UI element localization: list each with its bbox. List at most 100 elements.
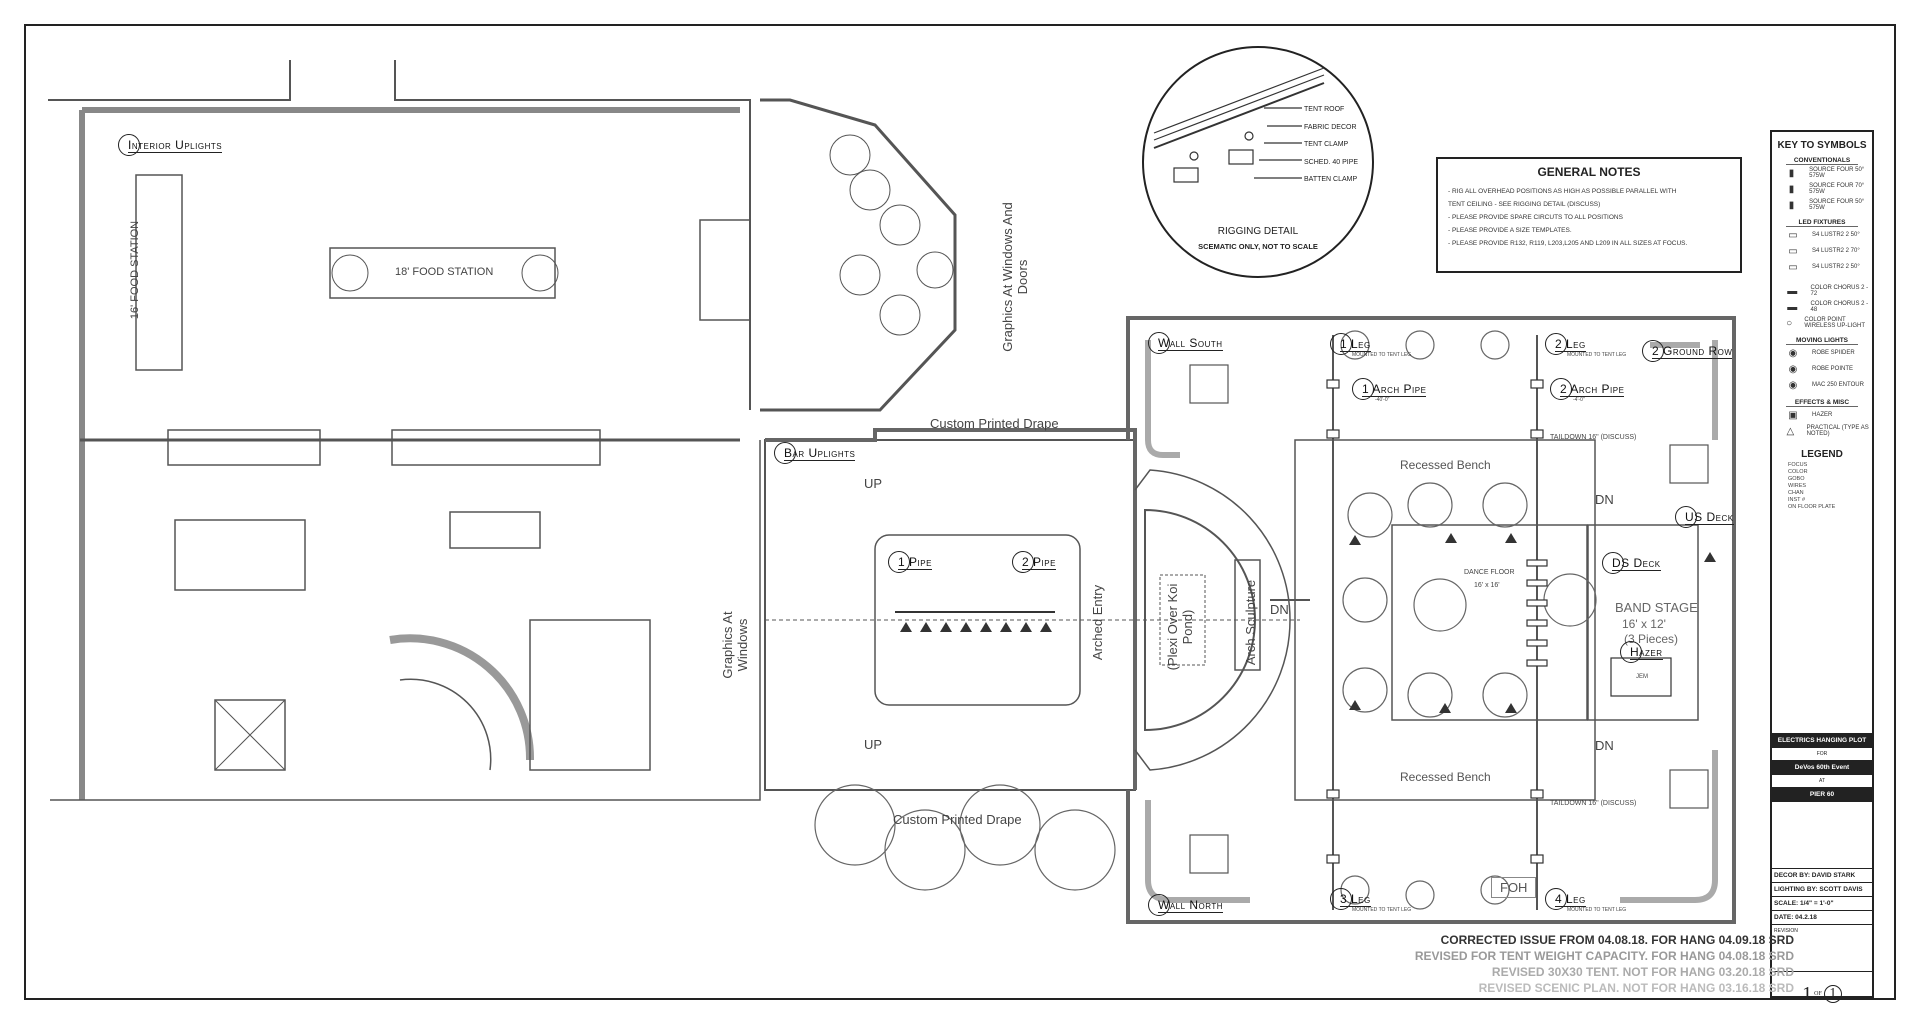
rigging-title: RIGGING DETAIL — [1217, 226, 1299, 237]
legend-item: INST # — [1788, 497, 1806, 503]
band-stage-label: BAND STAGE — [1615, 600, 1698, 615]
rig-label-batten-clamp: BATTEN CLAMP — [1304, 176, 1358, 183]
decor-by: DECOR BY: DAVID STARK — [1770, 868, 1874, 882]
recessed-bench-bottom-label: Recessed Bench — [1400, 770, 1491, 784]
arch-pipe-2-trim: -4'-0" — [1573, 397, 1585, 403]
dn-bottom-label: DN — [1595, 738, 1614, 753]
leg-note-1: MOUNTED TO TENT LEG — [1352, 352, 1412, 358]
key-section-effects: EFFECTS & MISC — [1786, 399, 1858, 407]
revision-line: REVISED FOR TENT WEIGHT CAPACITY. FOR HA… — [1414, 949, 1794, 963]
wall-north-label: Wall North — [1147, 894, 1224, 916]
key-row: ▭S4 LUSTR2 2 70° — [1772, 243, 1872, 259]
band-stage-size: 16' x 12' — [1622, 617, 1666, 631]
key-row: ◉ROBE POINTE — [1772, 361, 1872, 377]
recessed-bench-top-label: Recessed Bench — [1400, 458, 1491, 472]
fixture-icon: ▮ — [1788, 183, 1795, 195]
legend-item: COLOR — [1788, 469, 1808, 475]
rigging-detail: TENT ROOF FABRIC DECOR TENT CLAMP SCHED.… — [1142, 46, 1374, 278]
event-name: DeVos 60th Event — [1770, 760, 1874, 774]
key-section-moving: MOVING LIGHTS — [1786, 337, 1858, 345]
sheet-of: OF — [1814, 991, 1822, 997]
dn-left-label: DN — [1270, 602, 1289, 617]
note-item: - PLEASE PROVIDE SPARE CIRCUTS TO ALL PO… — [1448, 214, 1623, 221]
fixture-icon: ▮ — [1788, 199, 1795, 211]
key-row: ○COLOR POINT WIRELESS UP-LIGHT — [1772, 315, 1872, 331]
key-row: △PRACTICAL (TYPE AS NOTED) — [1772, 423, 1872, 439]
hazer-label: Hazer — [1620, 641, 1663, 663]
key-row: ▮SOURCE FOUR 70° 575W — [1772, 181, 1872, 197]
note-item: TENT CEILING - SEE RIGGING DETAIL (DISCU… — [1448, 201, 1601, 208]
key-title: KEY TO SYMBOLS — [1777, 140, 1867, 151]
key-row: ▭S4 LUSTR2 2 50° — [1772, 227, 1872, 243]
general-notes: GENERAL NOTES - RIG ALL OVERHEAD POSITIO… — [1436, 157, 1742, 273]
legend-item: ON FLOOR PLATE — [1788, 504, 1836, 510]
arch-pipe-1-label: 1 Arch Pipe — [1351, 378, 1427, 400]
hazer-icon: ▣ — [1788, 409, 1798, 421]
taildown-bottom-label: TAILDOWN 16" (DISCUSS) — [1550, 800, 1637, 807]
pipe-1-label: 1 Pipe — [888, 551, 932, 573]
taildown-top-label: TAILDOWN 16" (DISCUSS) — [1550, 434, 1637, 441]
legend-item: FOCUS — [1788, 462, 1808, 468]
tent-outline — [1126, 316, 1736, 924]
ds-deck-label: DS Deck — [1602, 552, 1661, 574]
custom-drape-top-label: Custom Printed Drape — [930, 416, 1059, 431]
revision-notes: CORRECTED ISSUE FROM 04.08.18. FOR HANG … — [1415, 932, 1794, 996]
food-station-vertical — [135, 174, 183, 371]
moving-light-icon: ◉ — [1788, 363, 1798, 375]
arch-pipe-1-trim: -40'-0" — [1375, 397, 1390, 403]
pipe-2-label: 2 Pipe — [1012, 551, 1056, 573]
revision-line: CORRECTED ISSUE FROM 04.08.18. FOR HANG … — [1440, 933, 1794, 947]
arch-pipe-2-label: 2 Arch Pipe — [1549, 378, 1625, 400]
dance-floor-label: DANCE FLOOR — [1464, 569, 1515, 576]
key-section-led: LED FIXTURES — [1786, 219, 1858, 227]
plot-title: ELECTRICS HANGING PLOT — [1770, 733, 1874, 747]
note-item: - PLEASE PROVIDE A SIZE TEMPLATES. — [1448, 227, 1572, 234]
general-notes-title: GENERAL NOTES — [1537, 165, 1641, 179]
note-item: - PLEASE PROVIDE R132, R119, L203,L205 A… — [1448, 240, 1688, 247]
leg-3-label: 3 Leg — [1330, 888, 1371, 910]
practical-triangle-icon: △ — [1786, 425, 1795, 437]
graphics-windows-label: Graphics At Windows — [720, 611, 750, 679]
key-section-conventionals: CONVENTIONALS — [1786, 157, 1858, 165]
dn-top-label: DN — [1595, 492, 1614, 507]
sheet-current: 1 — [1802, 982, 1813, 1005]
plexi-label: (Plexi Over Koi Pond) — [1165, 583, 1195, 671]
key-row: ▬COLOR CHORUS 2 - 48 — [1772, 299, 1872, 315]
revision-box: REVISION — [1770, 924, 1874, 971]
food-station-horizontal-label: 18' FOOD STATION — [395, 266, 494, 278]
sheet-number: 1 OF 1 — [1770, 971, 1874, 1016]
foh-label: FOH — [1491, 877, 1537, 898]
rig-label-fabric-decor: FABRIC DECOR — [1304, 123, 1357, 131]
custom-drape-bottom-label: Custom Printed Drape — [893, 812, 1022, 827]
rig-label-sched-pipe: SCHED. 40 PIPE — [1304, 158, 1359, 166]
us-deck-label: US Deck — [1675, 506, 1734, 528]
uplight-icon: ○ — [1786, 317, 1793, 329]
disclaimer-box — [1770, 801, 1874, 868]
dance-floor-size: 16' x 16' — [1474, 582, 1500, 589]
lighting-by: LIGHTING BY: SCOTT DAVIS — [1770, 882, 1874, 896]
fixture-icon: ▮ — [1788, 167, 1795, 179]
rig-label-tent-clamp: TENT CLAMP — [1304, 141, 1349, 148]
leg-note-2: MOUNTED TO TENT LEG — [1567, 352, 1627, 358]
food-station-vertical-label: 16' FOOD STATION — [129, 220, 142, 320]
key-to-symbols: KEY TO SYMBOLS CONVENTIONALS ▮SOURCE FOU… — [1770, 130, 1874, 998]
leg-1-label: 1 Leg — [1330, 333, 1371, 355]
graphics-windows-doors-label: Graphics At Windows And Doors — [1000, 202, 1030, 352]
color-chorus-icon: ▬ — [1787, 285, 1798, 297]
food-station-horizontal — [329, 247, 556, 299]
legend-title: LEGEND — [1801, 449, 1843, 460]
dance-floor — [1391, 524, 1588, 721]
leg-note-4: MOUNTED TO TENT LEG — [1567, 907, 1627, 913]
bar-uplights-label: Bar Uplights — [773, 442, 856, 464]
key-row: ▣HAZER — [1772, 407, 1872, 423]
plot-for: FOR — [1770, 747, 1874, 760]
rigging-sketch — [1153, 67, 1325, 183]
plot-at: AT — [1770, 774, 1874, 787]
note-item: - RIG ALL OVERHEAD POSITIONS AS HIGH AS … — [1448, 188, 1677, 195]
hazer-unit-label: JEM — [1636, 674, 1648, 680]
arch-sculpture-label: Arch Sculpture — [1243, 579, 1259, 666]
key-row: ▭S4 LUSTR2 2 50° — [1772, 259, 1872, 275]
color-chorus-icon: ▬ — [1787, 301, 1798, 313]
revision-line: REVISED 30X30 TENT. NOT FOR HANG 03.20.1… — [1491, 965, 1794, 979]
